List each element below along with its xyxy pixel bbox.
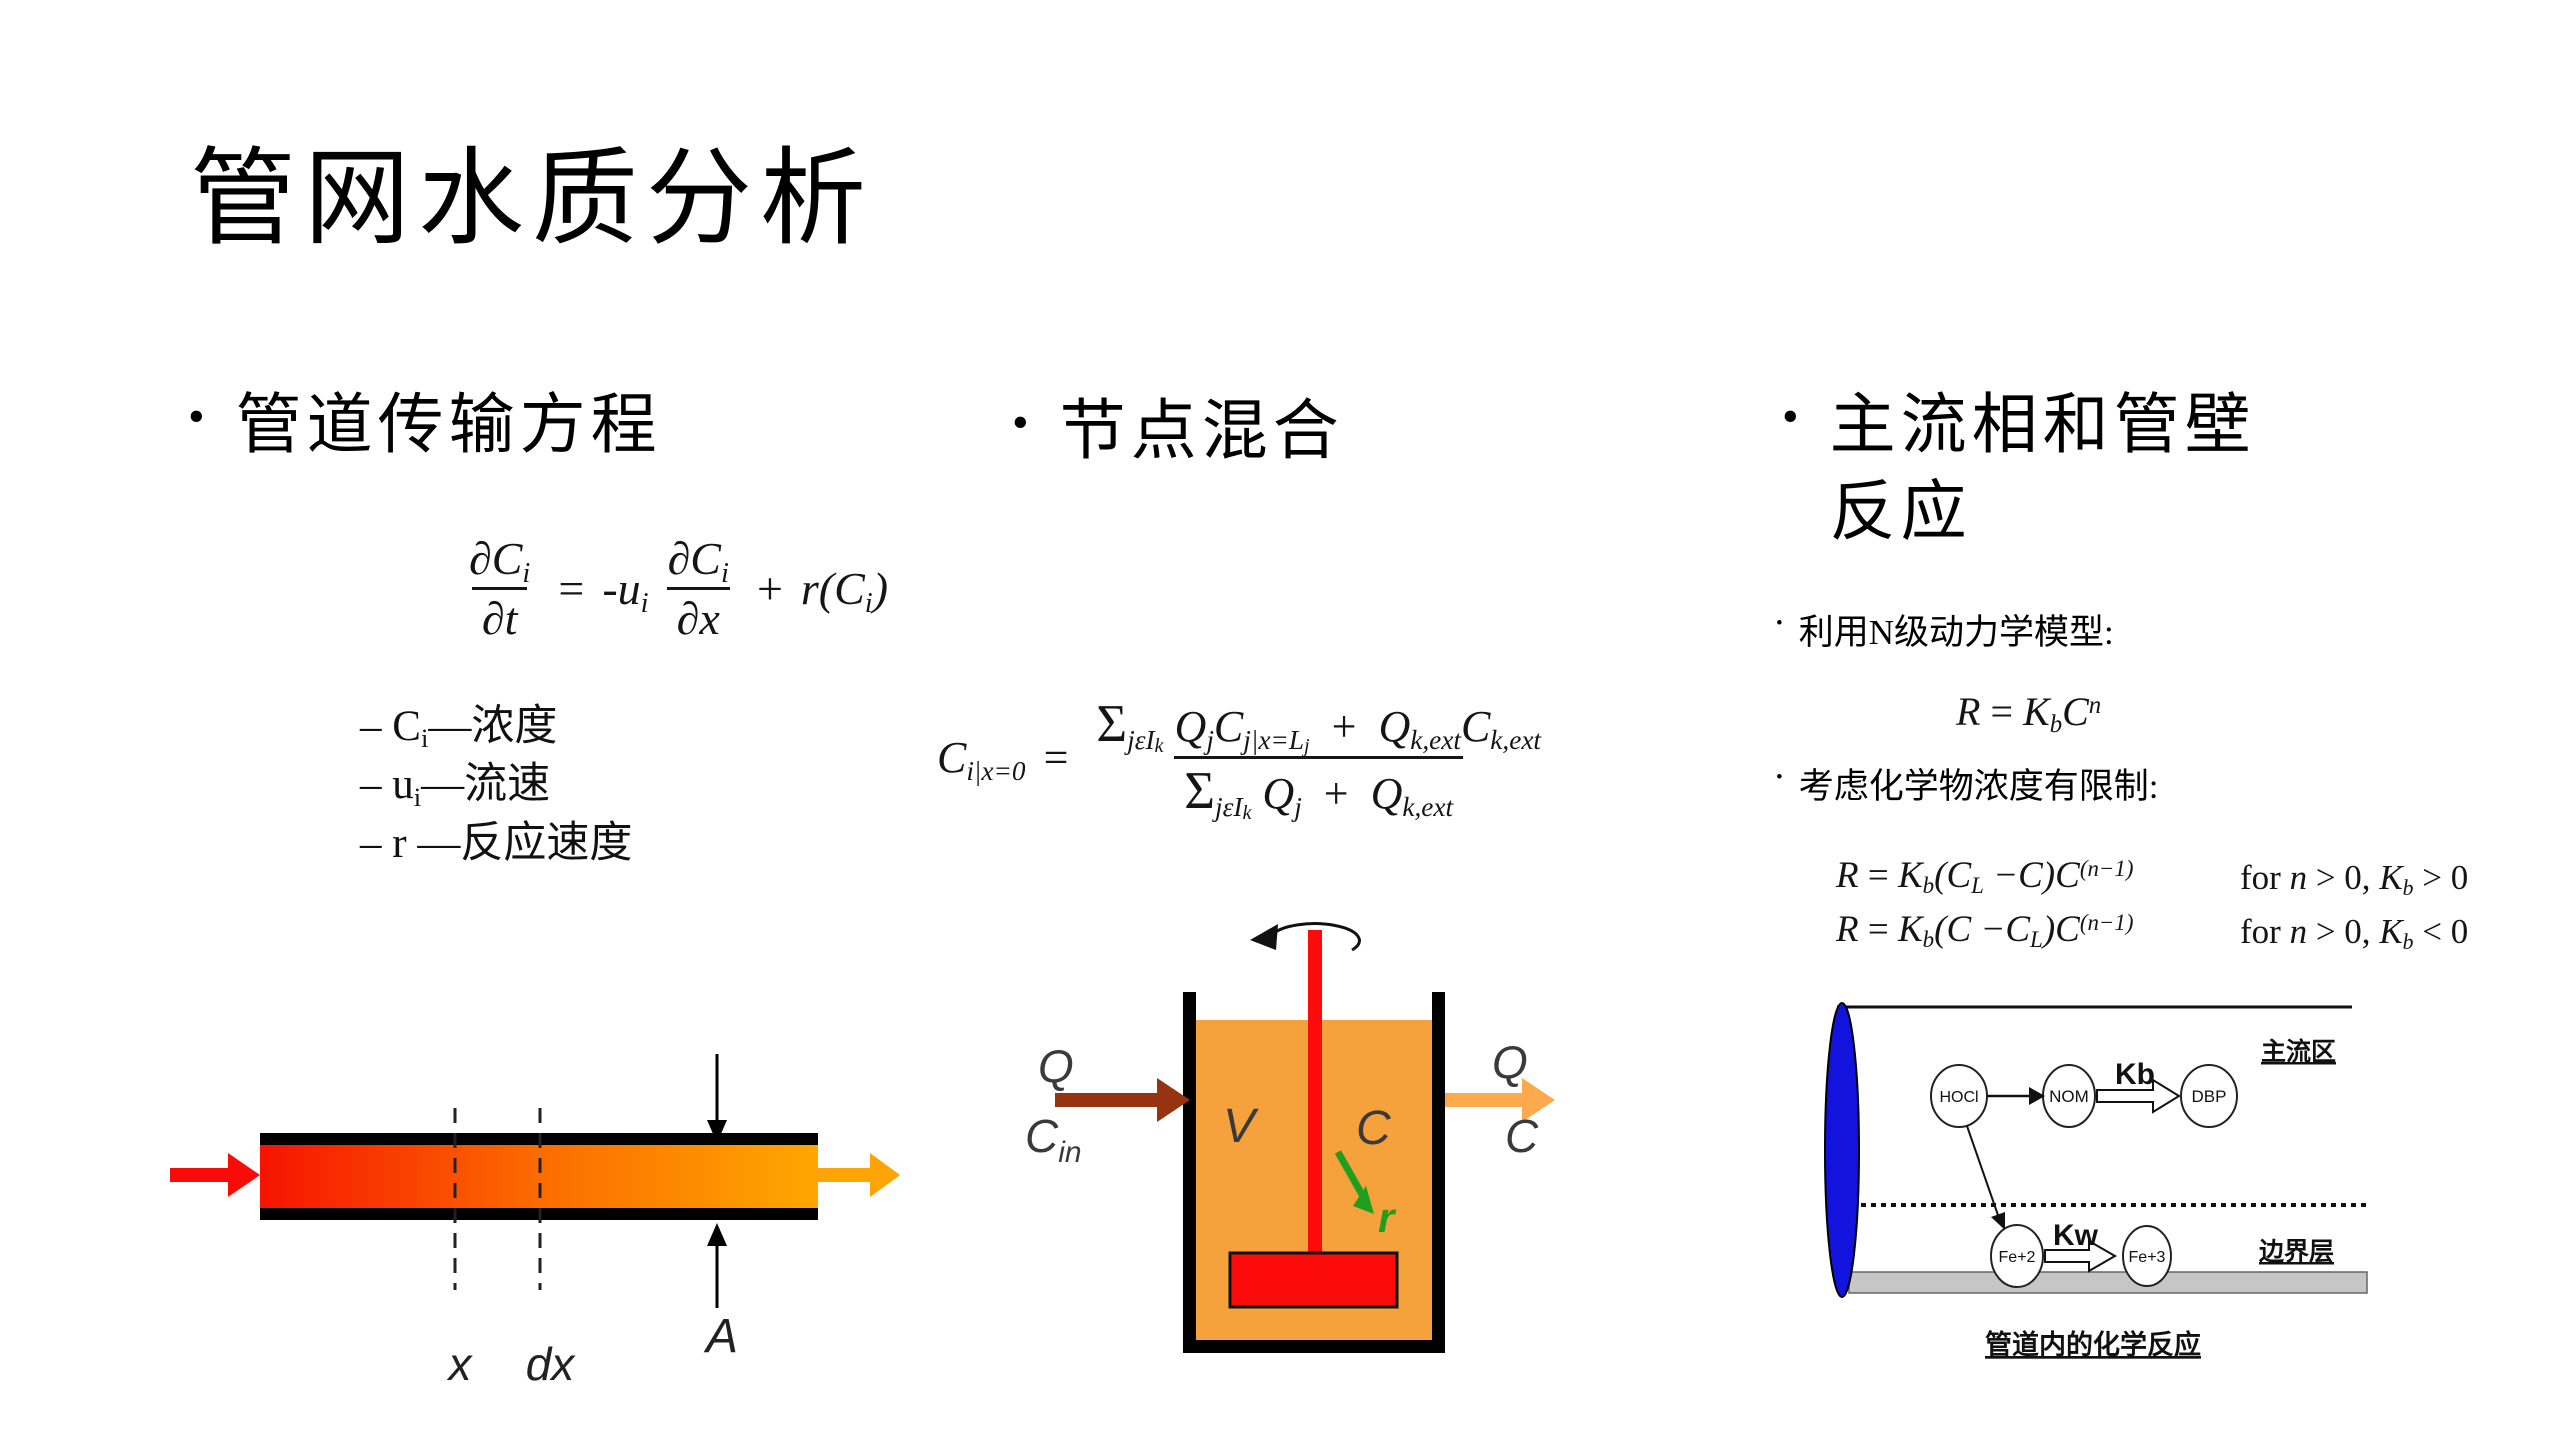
inflow-arrow (170, 1168, 228, 1182)
node-mixing-equation: Ci|x=0 = ΣjεIk QjCj|x=Lj + Qk,extCk,ext … (928, 692, 1560, 825)
pipe-cross-section (1824, 1002, 1860, 1298)
equals-sign: = (558, 563, 585, 614)
pipe-wall-bar (1848, 1271, 2368, 1294)
area-arrow-bottom-head (707, 1223, 727, 1246)
heading-reactions: • 主流相和管壁反应 (1782, 382, 2270, 556)
bullet-icon: • (188, 391, 210, 443)
limited-equation-positive: R = Kb(CL −C)C(n−1) (1836, 855, 2134, 899)
label-q-out: Q (1492, 1036, 1528, 1088)
tank-inflow-arrow (1055, 1093, 1157, 1107)
node-fe3 (2122, 1225, 2172, 1287)
heading-node-mixing-label: 节点混合 (1059, 395, 1344, 468)
label-q-in: Q (1038, 1040, 1074, 1092)
fraction-dci-dx: ∂Ci ∂x (658, 530, 739, 647)
label-reaction-rate: r (1378, 1194, 1397, 1241)
condition-positive: for n > 0, Kb > 0 (2240, 858, 2469, 901)
tank-wall-left (1183, 992, 1196, 1353)
arrow-hocl-nom-head (2029, 1087, 2045, 1105)
variable-list: – Ci—浓度 – ui—流速 – r —反应速度 (360, 698, 632, 873)
heading-node-mixing: • 节点混合 (1012, 388, 1344, 475)
heading-reactions-label: 主流相和管壁反应 (1829, 389, 2256, 550)
condition-negative: for n > 0, Kb < 0 (2240, 912, 2469, 955)
stirrer-paddle (1228, 1251, 1399, 1309)
transport-equation: ∂Ci ∂t = -ui ∂Ci ∂x + r(Ci) (450, 530, 897, 647)
first-order-equation: R = KbCn (1956, 689, 2102, 738)
inflow-arrow-head (228, 1153, 260, 1197)
equals-sign: = (1043, 733, 1069, 782)
velocity-coefficient: -ui (602, 563, 649, 619)
stirrer-shaft (1308, 930, 1322, 1260)
limited-equation-negative: R = Kb(C −CL)C(n−1) (1836, 909, 2134, 953)
label-x: x (447, 1338, 474, 1390)
arrow-nom-dbp (2096, 1078, 2181, 1114)
label-concentration: C (1356, 1102, 1391, 1155)
mixing-fraction: ΣjεIk QjCj|x=Lj + Qk,extCk,ext ΣjεIk Qj … (1096, 695, 1541, 825)
reaction-term: r(Ci) (800, 563, 889, 619)
tank-outflow-arrow (1445, 1093, 1522, 1107)
bullet-icon: • (1776, 613, 1783, 634)
label-c-in: Cin (1025, 1110, 1082, 1169)
label-c-out: C (1505, 1110, 1539, 1162)
page-title: 管网水质分析 (190, 141, 874, 258)
heading-transport-label: 管道传输方程 (235, 389, 662, 462)
fraction-dci-dt: ∂Ci ∂t (459, 530, 540, 647)
diagram-caption: 管道内的化学反应 (1985, 1329, 2201, 1360)
tank-wall-right (1432, 992, 1445, 1353)
tank-inflow-arrow-head (1157, 1078, 1190, 1122)
outflow-arrow (818, 1168, 870, 1182)
reaction-arrow (1334, 1150, 1368, 1200)
variable-concentration: – Ci—浓度 (360, 703, 558, 754)
bullet-icon: • (1012, 397, 1034, 449)
label-area: A (703, 1310, 738, 1363)
label-kb: Kb (2115, 1058, 2155, 1091)
stirred-tank-diagram: Q Cin V C r Q C (1025, 922, 1555, 1353)
subheading-concentration-limit-label: 考虑化学物浓度有限制: (1798, 767, 2159, 806)
rotation-arrow-head (1250, 924, 1278, 950)
tank-wall-bottom (1183, 1340, 1445, 1353)
arrow-fe2-fe3 (2044, 1239, 2118, 1273)
area-arrow-top-head (707, 1120, 727, 1143)
rotation-arc-icon (1270, 922, 1361, 952)
node-nom-label: NOM (2049, 1087, 2089, 1106)
node-fe3-label: Fe+3 (2129, 1249, 2166, 1266)
variable-reaction-rate: – r —反应速度 (360, 819, 633, 867)
subheading-kinetic-model-label: 利用N级动力学模型: (1798, 613, 2114, 652)
node-fe2-label: Fe+2 (1999, 1249, 2036, 1266)
pipe-body (260, 1145, 818, 1208)
mixing-lhs: Ci|x=0 (937, 733, 1026, 786)
node-dbp (2180, 1064, 2238, 1128)
label-boundary-layer: 边界层 (2259, 1238, 2334, 1266)
node-fe2 (1990, 1224, 2044, 1288)
arrow-hocl-fe2-head (1991, 1212, 2005, 1230)
label-volume: V (1223, 1100, 1259, 1153)
outflow-arrow-head (870, 1153, 900, 1197)
node-hocl-label: HOCl (1939, 1089, 1978, 1106)
bullet-icon: • (1782, 391, 1804, 443)
heading-transport: • 管道传输方程 (188, 382, 662, 469)
subheading-kinetic-model: • 利用N级动力学模型: (1776, 604, 2114, 655)
tank-outflow-arrow-head (1522, 1078, 1555, 1122)
reaction-arrow-head (1353, 1186, 1374, 1214)
subheading-concentration-limit: • 考虑化学物浓度有限制: (1776, 758, 2158, 809)
pipe-segment-diagram: x dx A (170, 1054, 900, 1390)
plus-sign: + (756, 563, 783, 614)
arrow-hocl-fe2 (1966, 1125, 2000, 1219)
variable-velocity: – ui—流速 (360, 761, 551, 812)
label-dx: dx (526, 1338, 577, 1390)
label-main-zone: 主流区 (2261, 1038, 2336, 1066)
pipe-reaction-diagram: HOCl NOM DBP Fe+2 Fe+3 Kb Kw 主流区 边界层 管道内… (1824, 1002, 2368, 1360)
node-dbp-label: DBP (2192, 1087, 2227, 1106)
bullet-icon: • (1776, 767, 1783, 788)
label-kw: Kw (2053, 1219, 2099, 1252)
